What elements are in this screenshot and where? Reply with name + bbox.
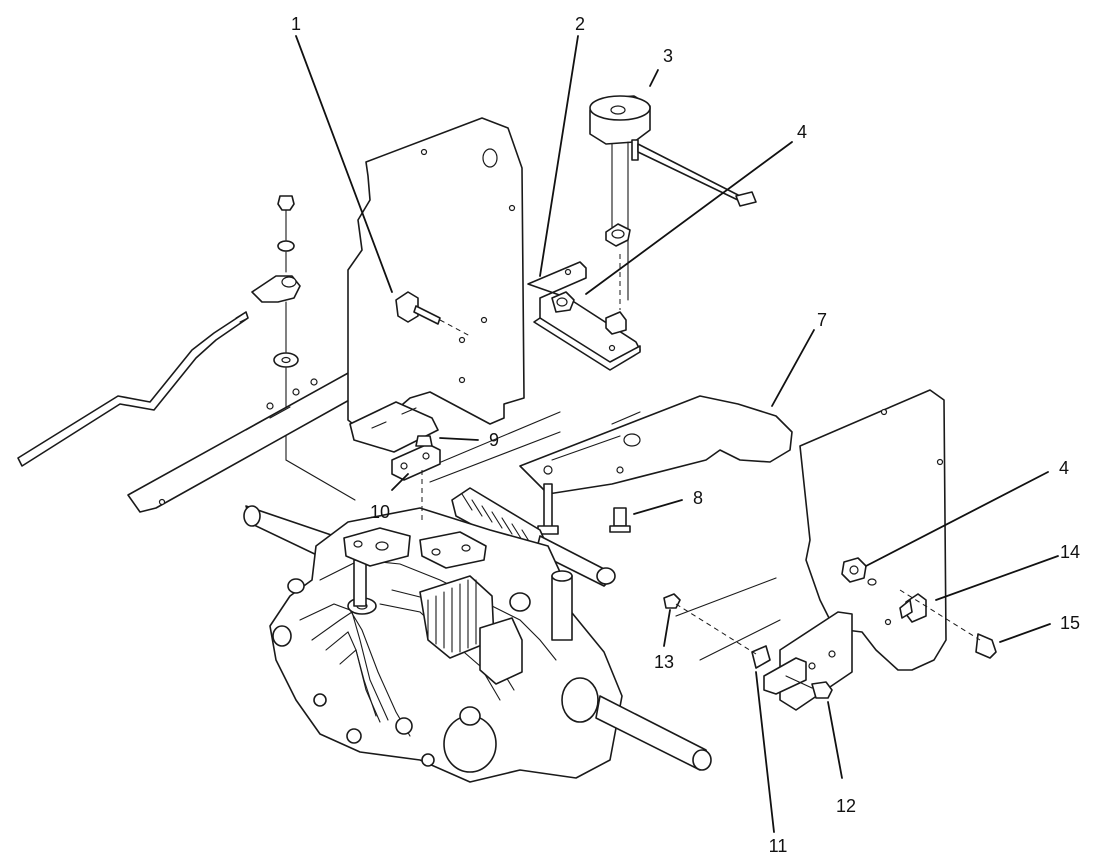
callout-7: 7 [817, 310, 827, 330]
flange-nut [841, 557, 867, 583]
carriage-bolt [395, 291, 471, 337]
leader-lines [295, 35, 1059, 833]
bracket [527, 261, 641, 371]
callout-10: 10 [370, 502, 390, 522]
ball-joint-assembly [251, 195, 356, 501]
callout-12: 12 [836, 796, 856, 816]
callout-3: 3 [663, 46, 673, 66]
callout-8: 8 [693, 488, 703, 508]
control-rod [17, 311, 249, 467]
bolt [537, 483, 631, 535]
callout-11: 11 [769, 836, 788, 856]
pivot-arm [421, 395, 793, 495]
callout-4-lower: 4 [1059, 458, 1069, 478]
callout-4-upper: 4 [797, 122, 807, 142]
callout-9: 9 [489, 430, 499, 450]
assembly-guide-lines [421, 254, 781, 661]
callout-1: 1 [291, 14, 301, 34]
link-plate [391, 435, 441, 481]
spring-clip [899, 589, 997, 659]
callout-15: 15 [1060, 613, 1080, 633]
left-mounting-plate [347, 117, 525, 453]
callout-13: 13 [654, 652, 674, 672]
transaxle [243, 505, 712, 783]
retainer-hardware [663, 593, 833, 699]
callout-2: 2 [575, 14, 585, 34]
control-knob [589, 95, 757, 301]
callout-labels: 1 2 3 4 7 9 10 8 4 14 15 13 12 11 [291, 14, 1080, 856]
callout-14: 14 [1060, 542, 1080, 562]
